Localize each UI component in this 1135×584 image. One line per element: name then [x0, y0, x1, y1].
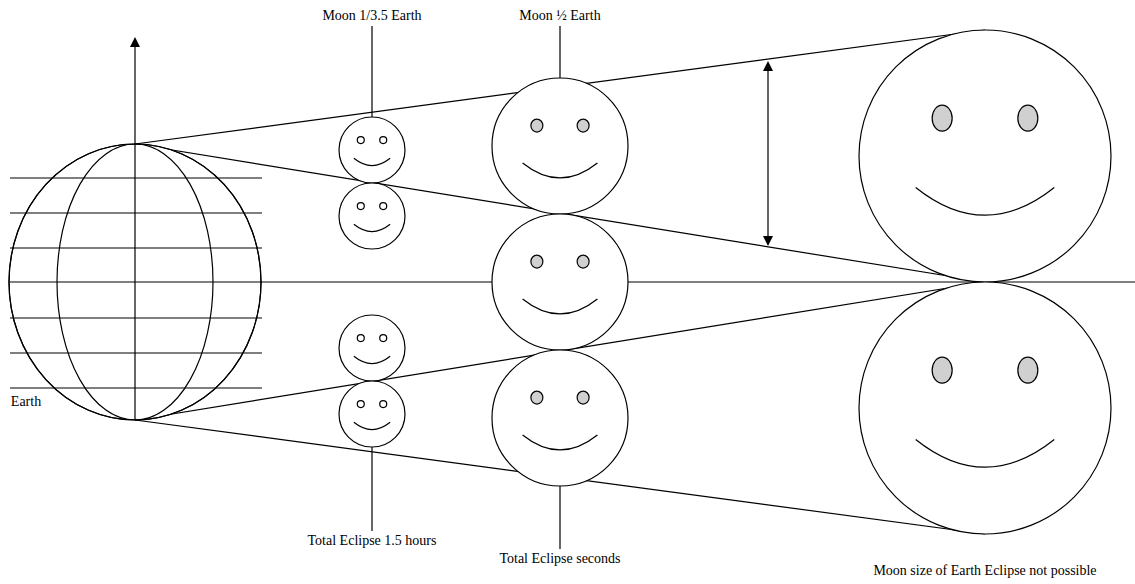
eclipse-duration-label: Total Eclipse seconds — [497, 551, 622, 567]
moon-mouth — [354, 224, 390, 231]
moon-circle — [339, 315, 405, 381]
moon-mouth — [916, 188, 1055, 216]
moon-mouth — [354, 356, 390, 363]
moon-eye — [531, 391, 543, 404]
moon-face — [339, 183, 405, 249]
eclipse-duration-label: Total Eclipse 1.5 hours — [306, 533, 439, 549]
moon-eye — [380, 203, 387, 210]
moon-face — [339, 117, 405, 183]
earth-label: Earth — [9, 394, 43, 410]
moon-size-label: Moon 1/3.5 Earth — [320, 8, 423, 24]
moon-size-label: Moon ½ Earth — [517, 8, 602, 24]
moon-face — [492, 350, 628, 486]
moon-circle — [859, 282, 1111, 534]
moon-mouth — [354, 158, 390, 165]
moon-eye — [932, 357, 952, 383]
moon-face — [492, 78, 628, 214]
note-label: Moon size of Earth Eclipse not possible — [871, 563, 1098, 579]
moon-eye — [577, 255, 589, 268]
moon-mouth — [523, 435, 598, 450]
axis-arrow — [134, 42, 135, 420]
moon-face — [859, 282, 1111, 534]
moon-eye — [1018, 357, 1038, 383]
moon-mouth — [523, 299, 598, 314]
moon-circle — [339, 117, 405, 183]
moon-eye — [380, 401, 387, 408]
moon-eye — [577, 119, 589, 132]
moon-eye — [932, 105, 952, 131]
moon-mouth — [523, 163, 598, 178]
moon-face — [859, 30, 1111, 282]
moon-face — [339, 315, 405, 381]
moon-eye — [380, 137, 387, 144]
moon-face — [492, 214, 628, 350]
leader-line — [559, 486, 560, 549]
moon-eye — [380, 335, 387, 342]
moon-circle — [859, 30, 1111, 282]
moon-circle — [492, 214, 628, 350]
leader-line — [559, 26, 560, 78]
leader-line — [371, 26, 372, 117]
moon-eye — [1018, 105, 1038, 131]
moon-face — [339, 381, 405, 447]
moon-circle — [492, 350, 628, 486]
moon-eye — [531, 255, 543, 268]
moon-circle — [339, 381, 405, 447]
moon-eye — [357, 401, 364, 408]
moon-mouth — [916, 440, 1055, 468]
double-arrow — [767, 66, 768, 241]
moon-eye — [531, 119, 543, 132]
moon-eye — [577, 391, 589, 404]
leader-line — [371, 447, 372, 531]
moon-mouth — [354, 422, 390, 429]
moon-circle — [492, 78, 628, 214]
moon-circle — [339, 183, 405, 249]
moon-eye — [357, 335, 364, 342]
moon-eye — [357, 137, 364, 144]
moon-eye — [357, 203, 364, 210]
